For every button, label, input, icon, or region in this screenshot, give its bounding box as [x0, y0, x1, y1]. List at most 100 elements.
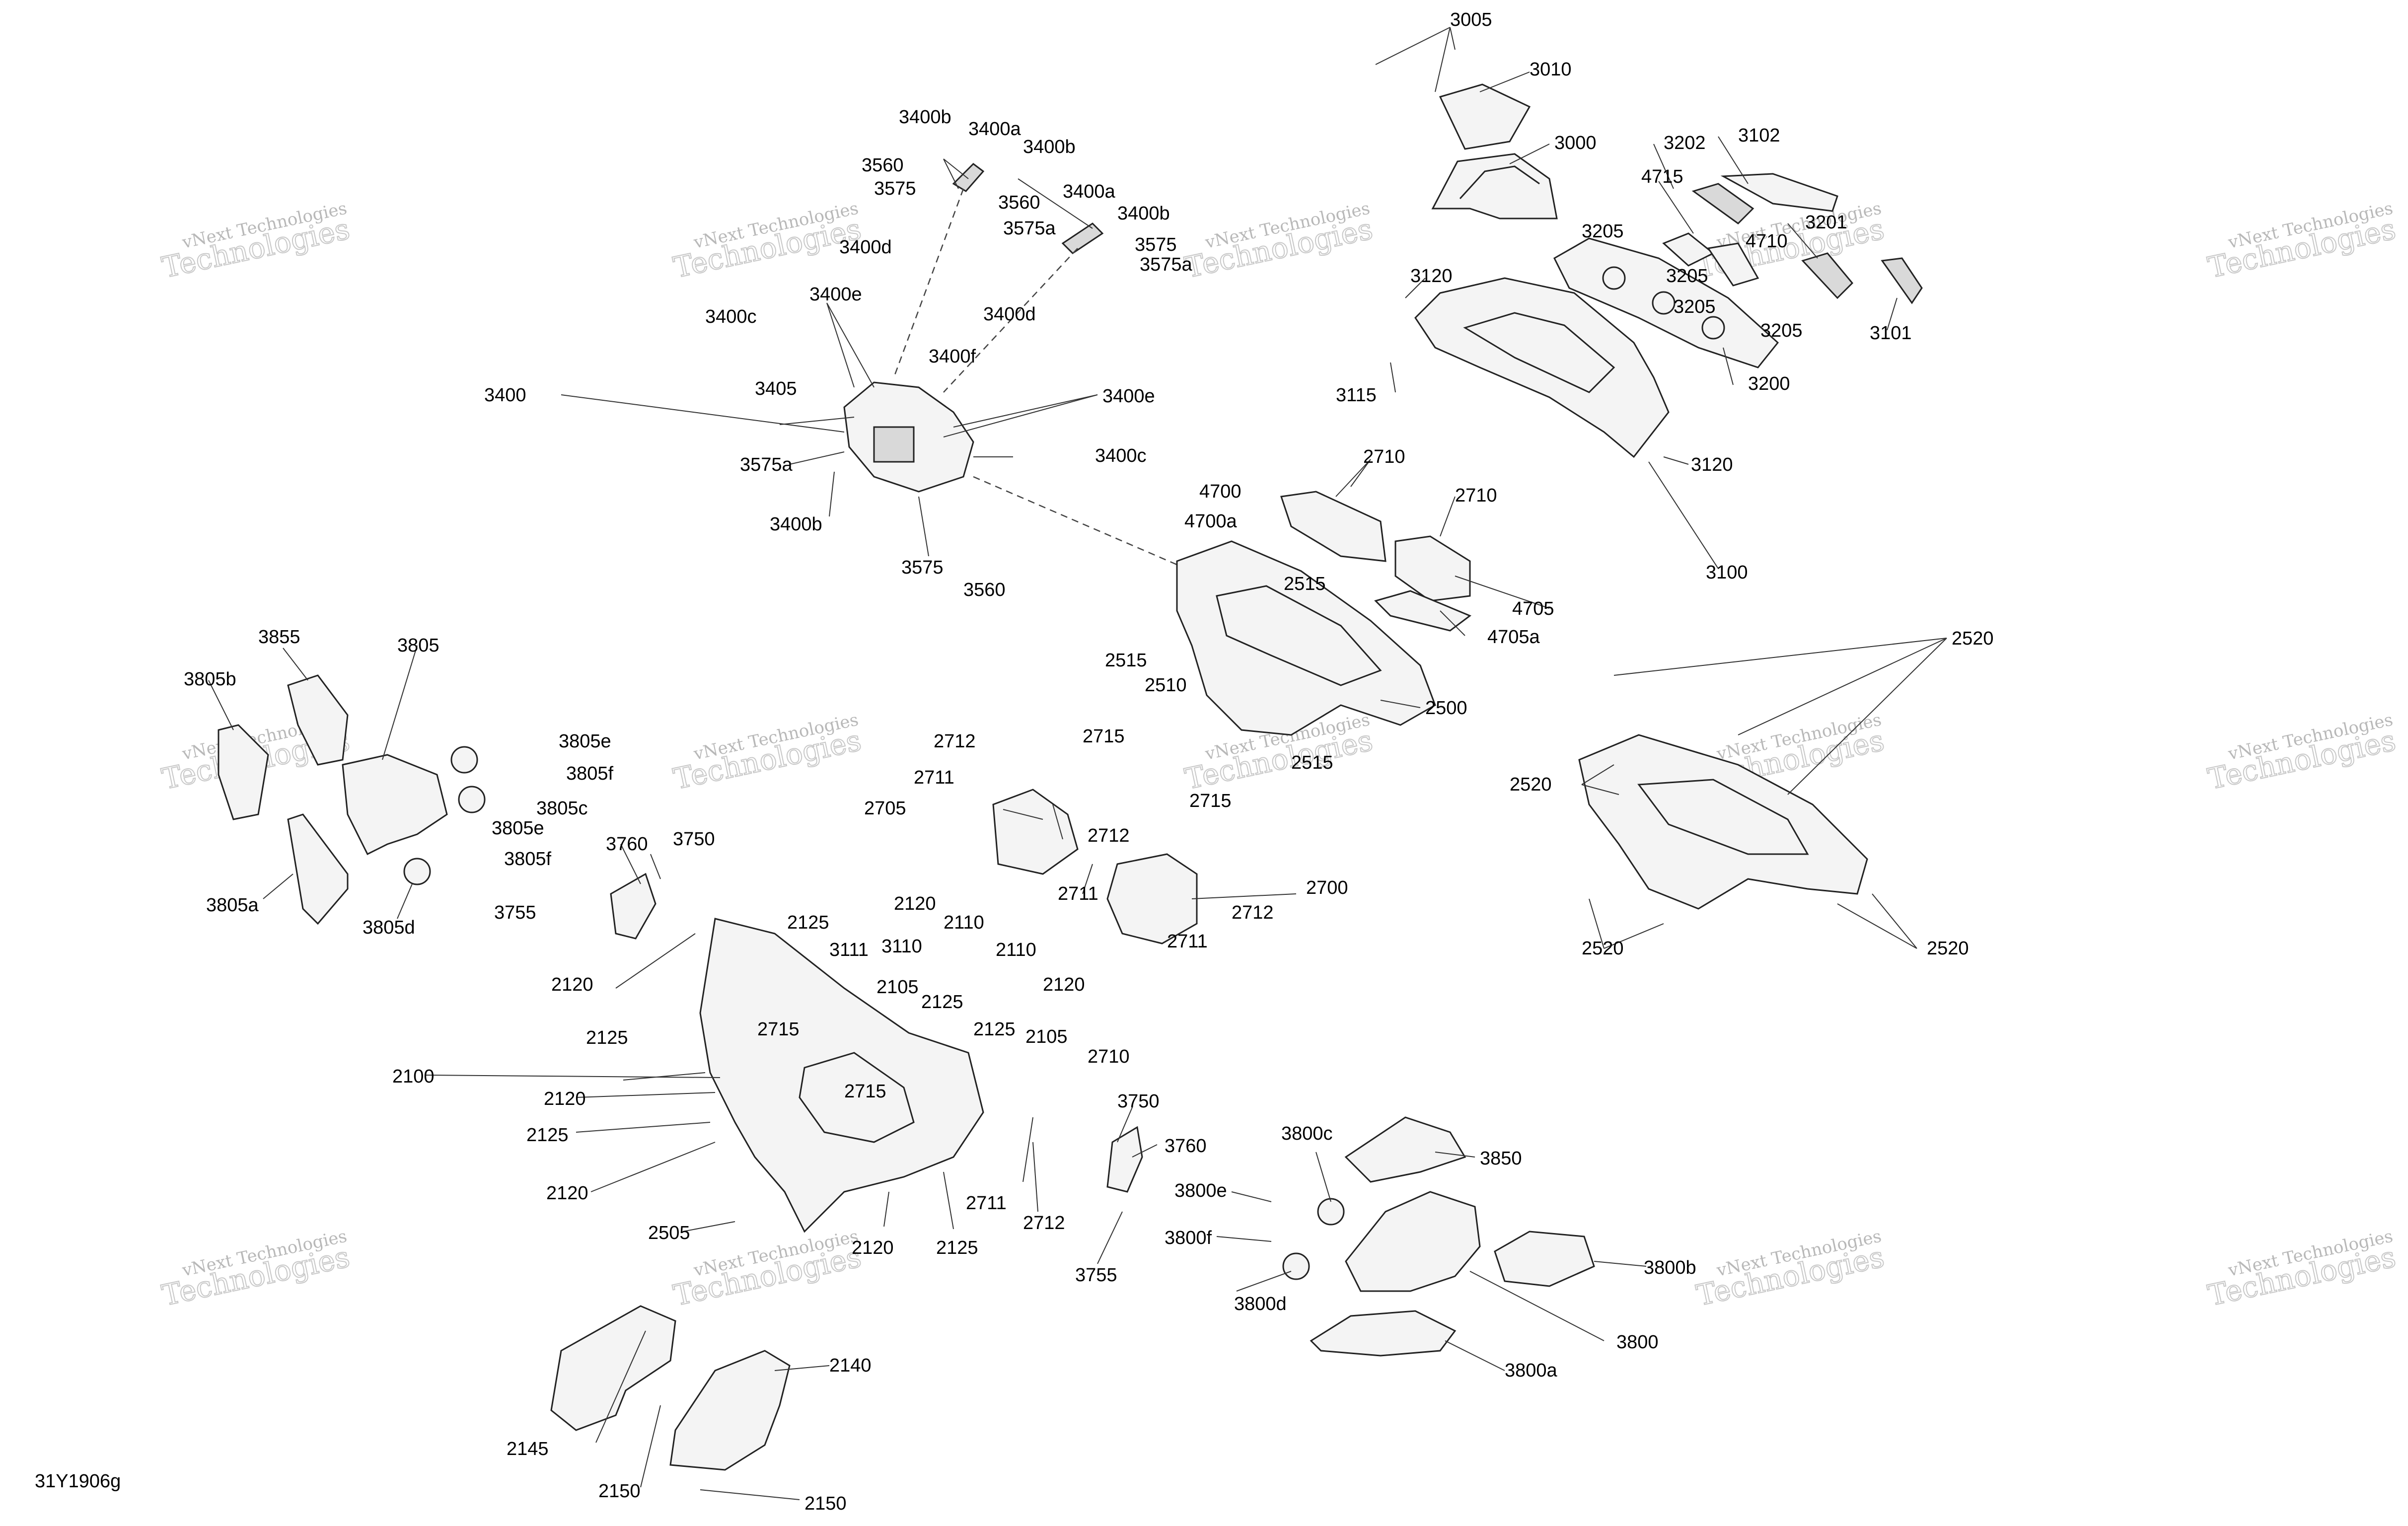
callout-3760: 3760	[606, 834, 648, 855]
callout-3800b: 3800b	[1644, 1257, 1696, 1278]
callout-3755: 3755	[494, 902, 536, 923]
part-4705-shape	[1394, 535, 1471, 602]
callout-3805f: 3805f	[566, 763, 614, 784]
callout-3575a: 3575a	[1140, 254, 1193, 275]
callout-3205: 3205	[1582, 221, 1624, 242]
callout-3400a: 3400a	[968, 119, 1022, 140]
callout-2125: 2125	[586, 1027, 628, 1048]
callout-3400d: 3400d	[839, 237, 892, 258]
part-2145-shape	[550, 1305, 676, 1431]
callout-2711: 2711	[1058, 883, 1098, 904]
callout-3805c: 3805c	[536, 798, 588, 819]
callout-2711: 2711	[914, 767, 954, 788]
callout-2125: 2125	[921, 992, 963, 1013]
callout-3575a: 3575a	[740, 454, 793, 475]
callout-2120: 2120	[546, 1183, 588, 1204]
callout-3120: 3120	[1691, 454, 1733, 475]
part-2100-opening	[799, 1052, 915, 1143]
part-3805-shape	[342, 754, 448, 856]
callout-3800e: 3800e	[1174, 1180, 1227, 1201]
callout-3120: 3120	[1410, 266, 1453, 287]
callout-2125: 2125	[526, 1125, 569, 1146]
callout-3805a: 3805a	[206, 895, 259, 916]
callout-3850: 3850	[1480, 1148, 1522, 1169]
callout-3110: 3110	[881, 936, 922, 957]
callout-3800f: 3800f	[1165, 1228, 1212, 1248]
callout-2710: 2710	[1088, 1046, 1130, 1067]
callout-3400e: 3400e	[1102, 386, 1155, 407]
part-3010-shape	[1439, 83, 1531, 150]
callout-3400c: 3400c	[1095, 445, 1147, 466]
part-3200-gauge	[1602, 266, 1626, 290]
parts-artwork	[218, 83, 1923, 1471]
callout-3400b: 3400b	[899, 107, 951, 128]
callout-2515: 2515	[1105, 650, 1147, 671]
callout-3805f: 3805f	[504, 849, 552, 870]
part-2520-inner	[1637, 779, 1809, 855]
assembly-guide-line	[893, 188, 964, 378]
callout-2125: 2125	[787, 912, 829, 933]
part-3102-shape	[1720, 173, 1838, 212]
callout-3101: 3101	[1870, 323, 1912, 344]
callout-2715: 2715	[1083, 726, 1125, 747]
part-3800a-shape	[1310, 1310, 1457, 1357]
part-3200-gauge	[1701, 316, 1725, 340]
part-2700-shape	[1106, 853, 1198, 945]
callout-3575: 3575	[874, 178, 916, 199]
callout-2712: 2712	[1088, 825, 1130, 846]
callout-2145: 2145	[507, 1439, 549, 1459]
callout-3575: 3575	[1135, 234, 1177, 255]
callout-2100: 2100	[392, 1066, 435, 1087]
callout-3400b: 3400b	[1023, 137, 1076, 157]
callout-3750: 3750	[1117, 1091, 1160, 1112]
callout-4700a: 4700a	[1184, 511, 1238, 532]
part-3855-shape	[287, 674, 349, 766]
callout-2520: 2520	[1582, 938, 1624, 959]
callout-3800c: 3800c	[1281, 1123, 1333, 1144]
callout-2711: 2711	[1167, 931, 1208, 952]
callout-3000: 3000	[1554, 133, 1597, 153]
callout-2715: 2715	[844, 1081, 886, 1102]
part-3400a-shape	[952, 163, 985, 192]
callout-3102: 3102	[1738, 125, 1780, 146]
callout-3111: 3111	[829, 940, 869, 960]
part-3000-ribs	[1459, 165, 1540, 200]
callout-2715: 2715	[1189, 791, 1232, 811]
part-3800b-shape	[1494, 1231, 1595, 1287]
callout-4705a: 4705a	[1487, 627, 1540, 648]
part-3805a-shape	[287, 813, 349, 925]
callout-3750: 3750	[673, 829, 715, 850]
callout-2125: 2125	[936, 1237, 978, 1258]
callout-2515: 2515	[1284, 574, 1326, 594]
assembly-guide-line	[973, 476, 1192, 572]
callout-2510: 2510	[1145, 675, 1187, 696]
part-3100-inner	[1463, 312, 1615, 393]
callout-4700: 4700	[1199, 481, 1241, 502]
callout-2120: 2120	[551, 974, 593, 995]
callout-4710: 4710	[1746, 231, 1788, 252]
callout-3805: 3805	[397, 635, 439, 656]
callout-3202: 3202	[1664, 133, 1706, 153]
callout-3800d: 3800d	[1234, 1294, 1287, 1314]
callout-2515: 2515	[1291, 752, 1333, 773]
callout-2105: 2105	[876, 977, 919, 998]
part-4710-shape	[1707, 242, 1759, 287]
callout-3400d: 3400d	[983, 304, 1036, 325]
callout-4705: 4705	[1512, 598, 1554, 619]
callout-3805d: 3805d	[363, 917, 415, 938]
callout-3205: 3205	[1674, 296, 1716, 317]
callout-2120: 2120	[1043, 974, 1085, 995]
callout-2125: 2125	[973, 1019, 1016, 1040]
callout-2500: 2500	[1425, 698, 1467, 719]
callout-3400b: 3400b	[1117, 203, 1170, 224]
callout-3560: 3560	[998, 192, 1040, 213]
callout-3400a: 3400a	[1063, 181, 1116, 202]
callout-2150: 2150	[598, 1481, 641, 1502]
part-3800c-shape	[1317, 1198, 1345, 1226]
callout-3400c: 3400c	[705, 306, 757, 327]
part-3800d-shape	[1282, 1252, 1310, 1280]
callout-3400e: 3400e	[809, 284, 862, 305]
callout-2715: 2715	[757, 1019, 800, 1040]
callout-3405: 3405	[755, 378, 797, 399]
callout-4715: 4715	[1641, 166, 1683, 187]
